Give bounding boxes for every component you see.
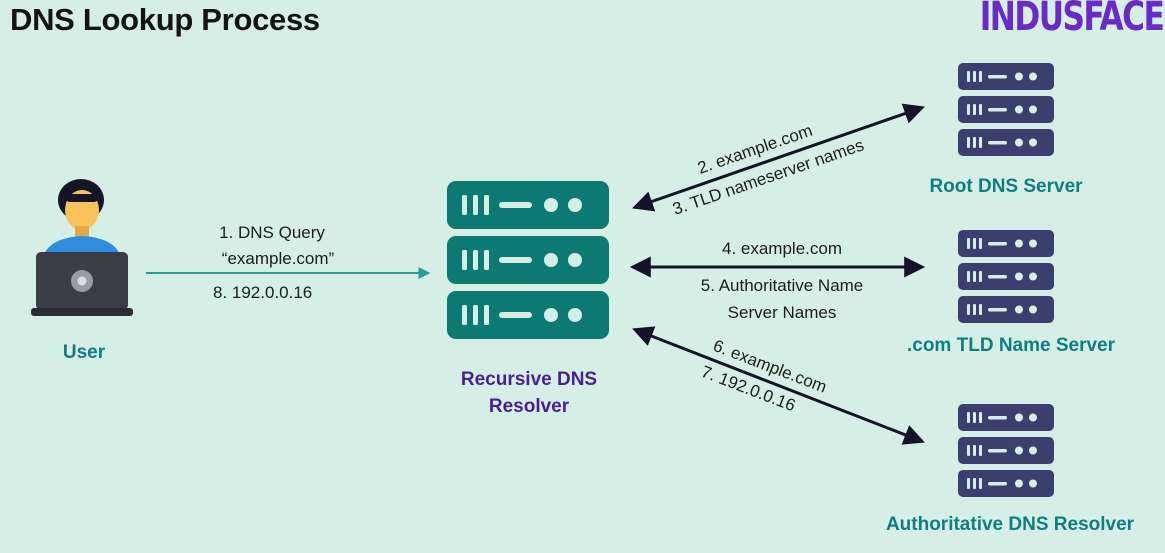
resolver-auth-arrow [632, 326, 925, 445]
tld-response-label-1: 5. Authoritative Name [701, 276, 864, 295]
tld-server-icon [958, 230, 1054, 323]
user-query-label-1: 1. DNS Query [219, 223, 325, 242]
user-label: User [63, 342, 106, 363]
tld-response-label-2: Server Names [728, 303, 837, 322]
resolver-label-line1: Recursive DNS [461, 369, 597, 390]
authoritative-server-label: Authoritative DNS Resolver [886, 514, 1135, 535]
authoritative-server-icon [958, 404, 1054, 497]
recursive-resolver-icon [447, 181, 609, 339]
user-response-label: 8. 192.0.0.16 [213, 283, 312, 302]
user-icon [31, 179, 133, 316]
root-server-icon [958, 63, 1054, 156]
brand-logo: INDUSFACE [979, 0, 1165, 40]
user-query-label-2: “example.com” [222, 249, 335, 268]
tld-server-label: .com TLD Name Server [907, 335, 1116, 356]
resolver-label-line2: Resolver [489, 396, 570, 417]
page-title: DNS Lookup Process [10, 2, 320, 37]
resolver-root-arrow [632, 103, 925, 212]
tld-query-label: 4. example.com [722, 239, 842, 258]
root-server-label: Root DNS Server [929, 176, 1083, 197]
